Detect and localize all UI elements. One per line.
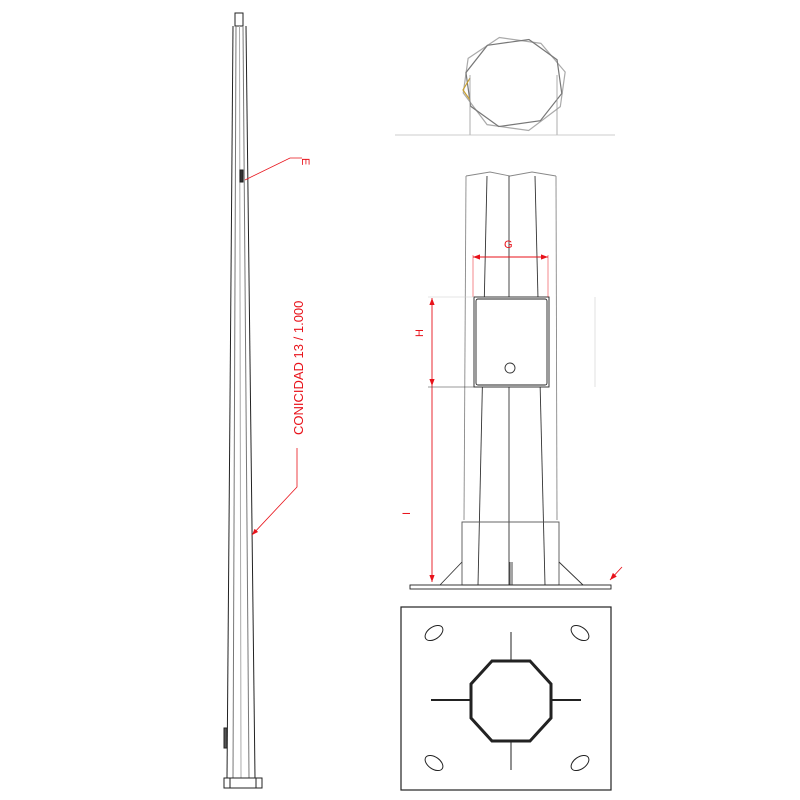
- pole-door-marker: [239, 169, 244, 183]
- label-g: G: [504, 239, 513, 251]
- door-lock-icon: [504, 362, 516, 374]
- label-h: H: [414, 329, 426, 337]
- base-detail-elevation: [409, 171, 612, 590]
- pole-base: [223, 777, 263, 789]
- pole-cap: [234, 12, 244, 27]
- label-e: E: [299, 158, 311, 165]
- dimension-e: E: [244, 157, 311, 181]
- base-plate-plan: [400, 606, 612, 791]
- dimension-lines: [428, 254, 623, 582]
- pole-elevation: [223, 12, 263, 789]
- anchor-bolt-holes: [424, 624, 590, 772]
- conicidad-callout: CONICIDAD 13 / 1.000: [251, 301, 306, 536]
- base-plate: [409, 584, 612, 590]
- access-door: [473, 296, 550, 388]
- top-plan-view: [395, 36, 615, 136]
- label-i: I: [401, 512, 413, 515]
- label-conicidad: CONICIDAD 13 / 1.000: [291, 301, 306, 435]
